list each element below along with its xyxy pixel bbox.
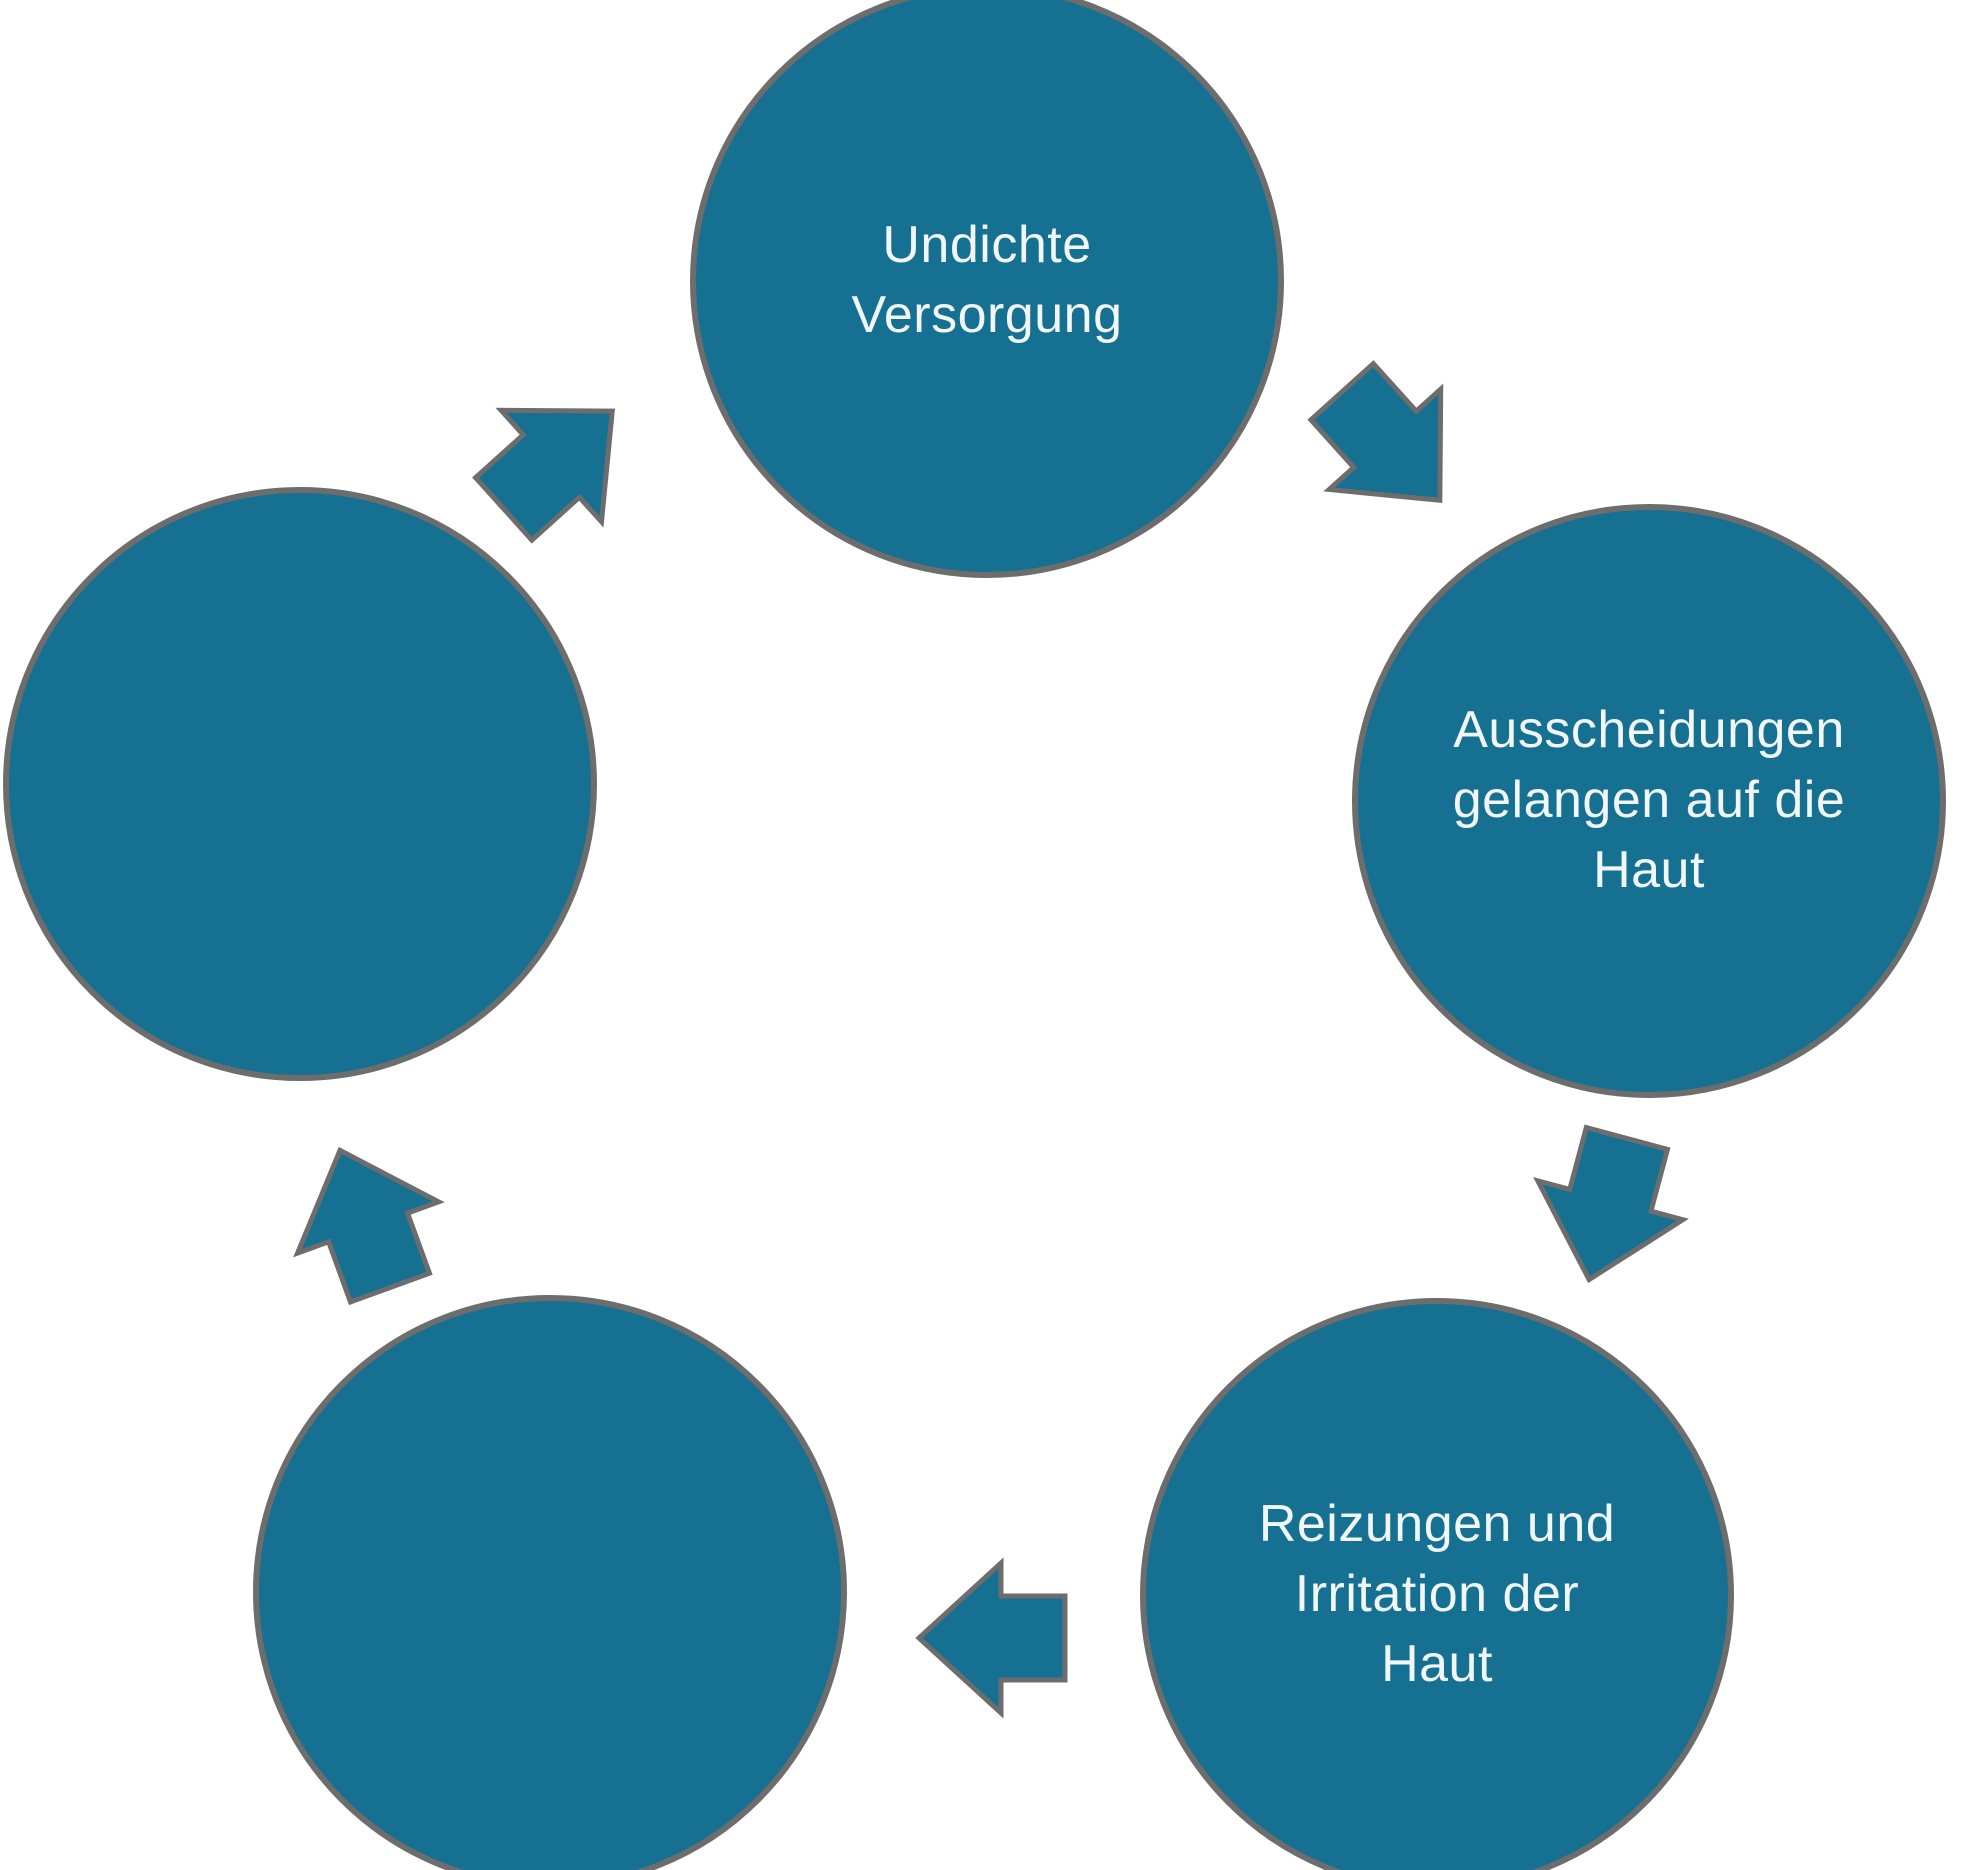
cycle-node-bottom-right: Reizungen und Irritation der Haut [1140, 1298, 1734, 1870]
block-arrow-shape [915, 1557, 1068, 1719]
cycle-node-top-label: Undichte Versorgung [851, 216, 1123, 344]
cycle-node-top: Undichte Versorgung [690, 0, 1284, 578]
cycle-arrow-left-to-top [445, 347, 671, 573]
block-arrow-shape [472, 407, 616, 544]
cycle-arrow-right-to-bottom-right [1510, 1111, 1706, 1307]
block-arrow-shape [1307, 360, 1444, 504]
block-arrow-shape [1533, 1124, 1689, 1284]
cycle-arrow-bottom-right-to-bottom-left [912, 1557, 1072, 1719]
cycle-node-bottom-left [253, 1295, 847, 1870]
cycle-arrow-top-to-right [1278, 333, 1504, 559]
block-arrow-shape [293, 1146, 445, 1306]
cycle-node-right: Ausscheidungen gelangen auf die Haut [1352, 504, 1946, 1098]
cycle-node-bottom-right-label: Reizungen und Irritation der Haut [1258, 1495, 1616, 1693]
cycle-arrow-bottom-left-to-left [262, 1116, 467, 1321]
cycle-node-left [3, 487, 597, 1081]
cycle-node-right-label: Ausscheidungen gelangen auf die Haut [1452, 701, 1846, 899]
